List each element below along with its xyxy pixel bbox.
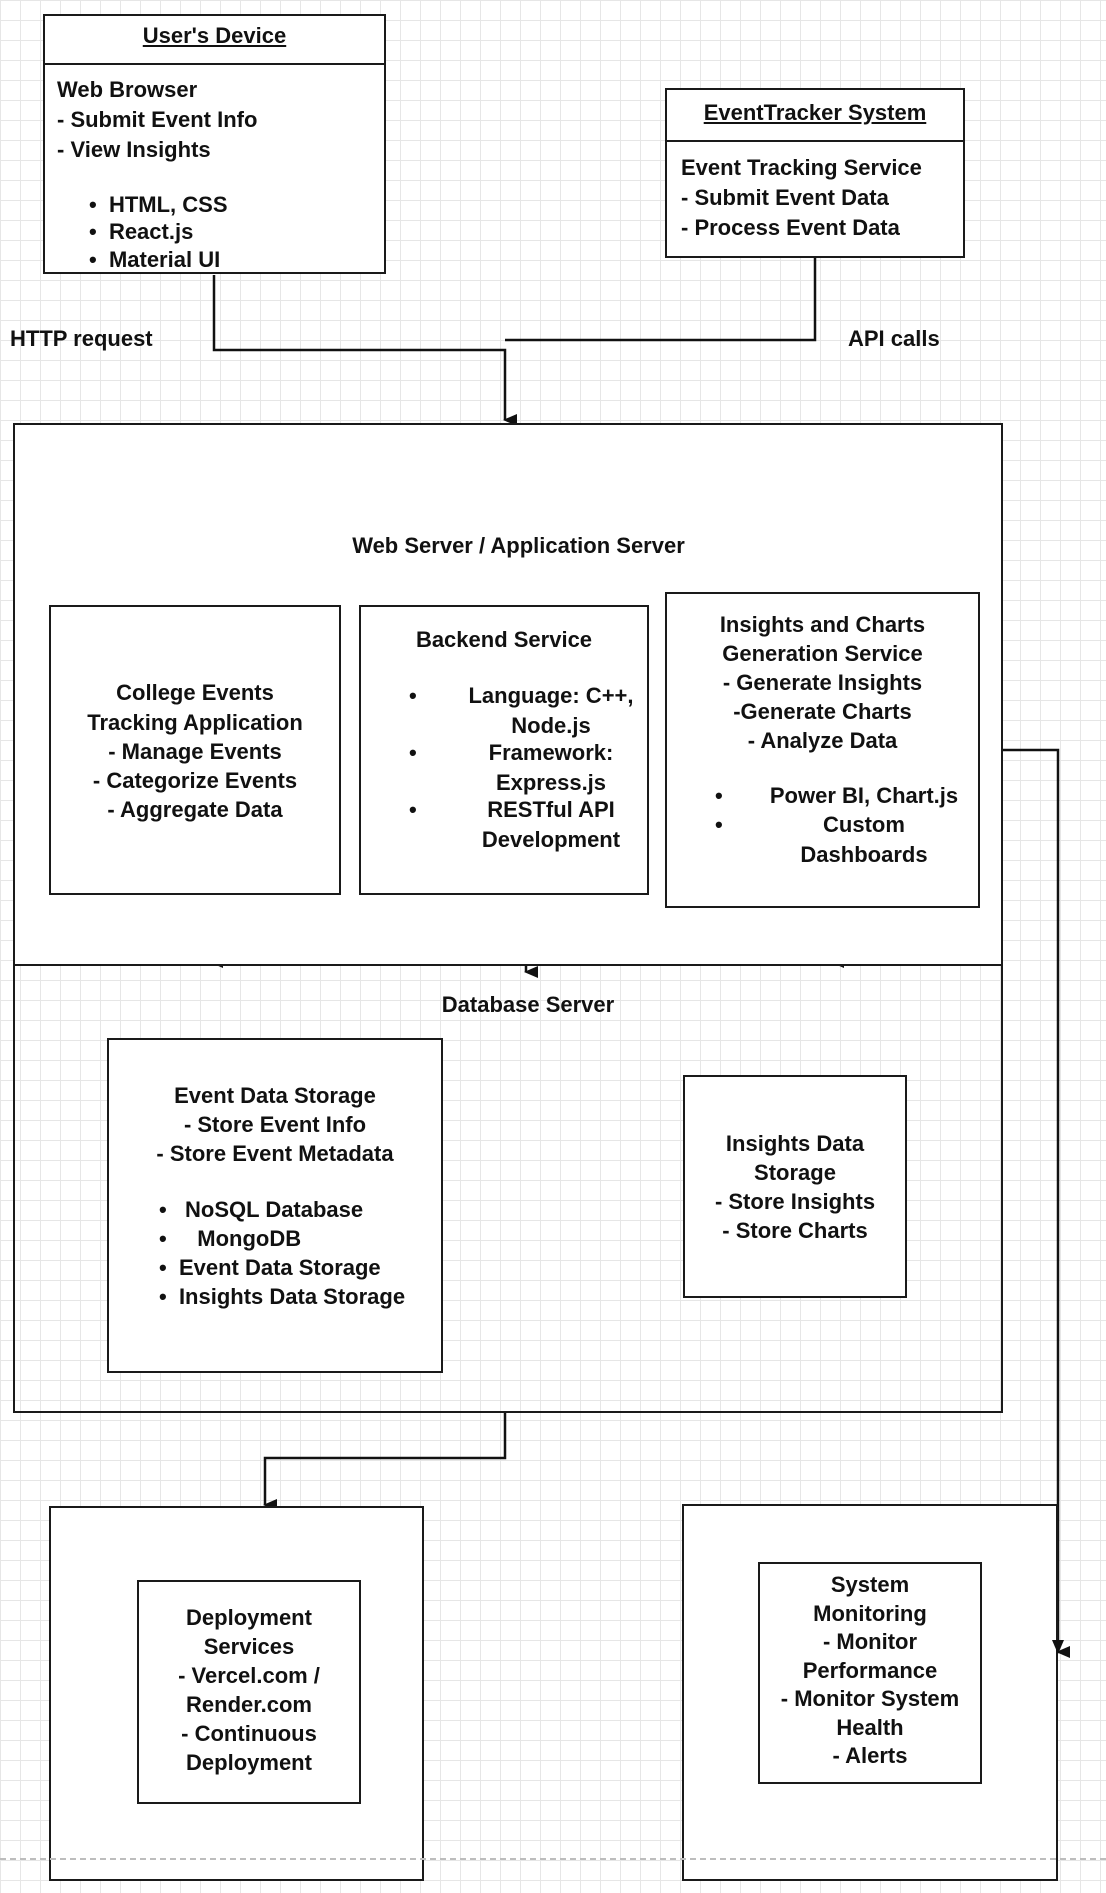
bottom-dashed-line <box>0 1858 1106 1860</box>
eventtracker-system-box: EventTracker System Event Tracking Servi… <box>665 88 965 258</box>
eds-line-3: - Store Event Metadata <box>156 1141 394 1166</box>
insights-to-monitoring-connector <box>978 748 1070 1658</box>
bullet-dot: • <box>715 812 723 837</box>
college-events-line-4: - Categorize Events <box>92 768 298 793</box>
monitoring-arrowhead <box>1052 1640 1064 1654</box>
monitor-line-5: - Monitor System <box>780 1686 960 1711</box>
backend-service-box: Backend Service • Language: C++, Node.js… <box>359 605 649 895</box>
monitor-line-1: System <box>830 1572 910 1597</box>
bullet-dot: • <box>409 683 417 708</box>
bullet-item: • HTML, CSS <box>89 192 228 217</box>
backend-bullet-2: Framework: Express.js <box>488 740 614 795</box>
api-calls-label: API calls <box>848 326 940 351</box>
deploy-line-2: Services <box>203 1634 295 1659</box>
backend-service-title: Backend Service <box>415 627 593 652</box>
ids-line-1: Insights Data <box>725 1131 865 1156</box>
ids-line-4: - Store Charts <box>722 1218 868 1243</box>
deploy-line-5: - Continuous <box>181 1721 317 1746</box>
deploy-line-4: Render.com <box>186 1692 312 1717</box>
users-device-divider <box>45 63 384 65</box>
ids-line-2: Storage <box>754 1160 836 1185</box>
bullet-item: • Event Data Storage <box>159 1255 381 1280</box>
insights-line-4: -Generate Charts <box>733 699 912 724</box>
deployment-services-box: Deployment Services - Vercel.com / Rende… <box>137 1580 361 1804</box>
monitor-line-4: Performance <box>802 1658 938 1683</box>
bullet-text: Event Data Storage <box>178 1255 381 1280</box>
insights-line-3: - Generate Insights <box>722 670 923 695</box>
bullet-text: Material UI <box>108 247 221 272</box>
http-request-label: HTTP request <box>10 326 153 351</box>
deploy-line-3: - Vercel.com / <box>178 1663 320 1688</box>
eventtracker-line-3: - Process Event Data <box>681 215 900 240</box>
monitor-line-7: - Alerts <box>832 1743 908 1768</box>
users-device-title: User's Device <box>142 23 287 48</box>
eds-line-2: - Store Event Info <box>183 1112 367 1137</box>
bullet-text: Insights Data Storage <box>178 1284 406 1309</box>
http-request-connector <box>212 275 517 426</box>
bullet-dot: • <box>409 797 417 822</box>
insights-data-storage-box: Insights Data Storage - Store Insights -… <box>683 1075 907 1298</box>
insights-charts-box: Insights and Charts Generation Service -… <box>665 592 980 908</box>
api-calls-connector <box>505 257 817 342</box>
eventtracker-title: EventTracker System <box>703 100 927 125</box>
bullet-text: MongoDB <box>197 1226 302 1251</box>
college-events-box: College Events Tracking Application - Ma… <box>49 605 341 895</box>
ids-line-3: - Store Insights <box>714 1189 876 1214</box>
event-data-storage-box: Event Data Storage - Store Event Info - … <box>107 1038 443 1373</box>
web-server-title: Web Server / Application Server <box>352 533 685 558</box>
backend-bullet-3: RESTful API Development <box>481 797 621 852</box>
college-events-line-2: Tracking Application <box>87 710 303 735</box>
bullet-dot: • <box>409 740 417 765</box>
bullet-text: NoSQL Database <box>185 1197 364 1222</box>
insights-line-2: Generation Service <box>722 641 923 666</box>
insights-bullet-1: Power BI, Chart.js <box>769 783 959 808</box>
bullet-item: • MongoDB <box>159 1226 302 1251</box>
bullet-item: • NoSQL Database <box>159 1197 364 1222</box>
users-device-line-3: - View Insights <box>57 137 211 162</box>
insights-line-1: Insights and Charts <box>719 612 926 637</box>
bullet-item: • Insights Data Storage <box>159 1284 406 1309</box>
eventtracker-divider <box>667 140 963 142</box>
users-device-box: User's Device Web Browser - Submit Event… <box>43 14 386 274</box>
eventtracker-line-2: - Submit Event Data <box>681 185 889 210</box>
college-events-line-1: College Events <box>116 680 274 705</box>
database-server-box: Database Server <box>13 964 1003 1413</box>
deploy-line-1: Deployment <box>186 1605 312 1630</box>
monitor-line-2: Monitoring <box>813 1601 927 1626</box>
insights-bullet-2: Custom Dashboards <box>800 812 928 867</box>
backend-bullet-1: Language: C++, Node.js <box>468 683 634 738</box>
users-device-line-2: - Submit Event Info <box>57 107 258 132</box>
db-to-deployment-connector <box>263 1412 507 1511</box>
system-monitoring-box: System Monitoring - Monitor Performance … <box>758 1562 982 1784</box>
college-events-line-5: - Aggregate Data <box>107 797 283 822</box>
bullet-item: • Material UI <box>89 247 221 272</box>
bullet-text: React.js <box>108 219 194 244</box>
bullet-text: HTML, CSS <box>108 192 228 217</box>
insights-line-5: - Analyze Data <box>747 728 898 753</box>
database-server-title: Database Server <box>441 992 615 1017</box>
deploy-line-6: Deployment <box>186 1750 312 1775</box>
bullet-item: • React.js <box>89 219 194 244</box>
users-device-line-1: Web Browser <box>57 77 198 102</box>
monitor-line-3: - Monitor <box>822 1629 918 1654</box>
eds-line-1: Event Data Storage <box>174 1083 376 1108</box>
college-events-line-3: - Manage Events <box>108 739 282 764</box>
monitor-line-6: Health <box>836 1715 904 1740</box>
eventtracker-line-1: Event Tracking Service <box>681 155 922 180</box>
bullet-dot: • <box>715 783 723 808</box>
